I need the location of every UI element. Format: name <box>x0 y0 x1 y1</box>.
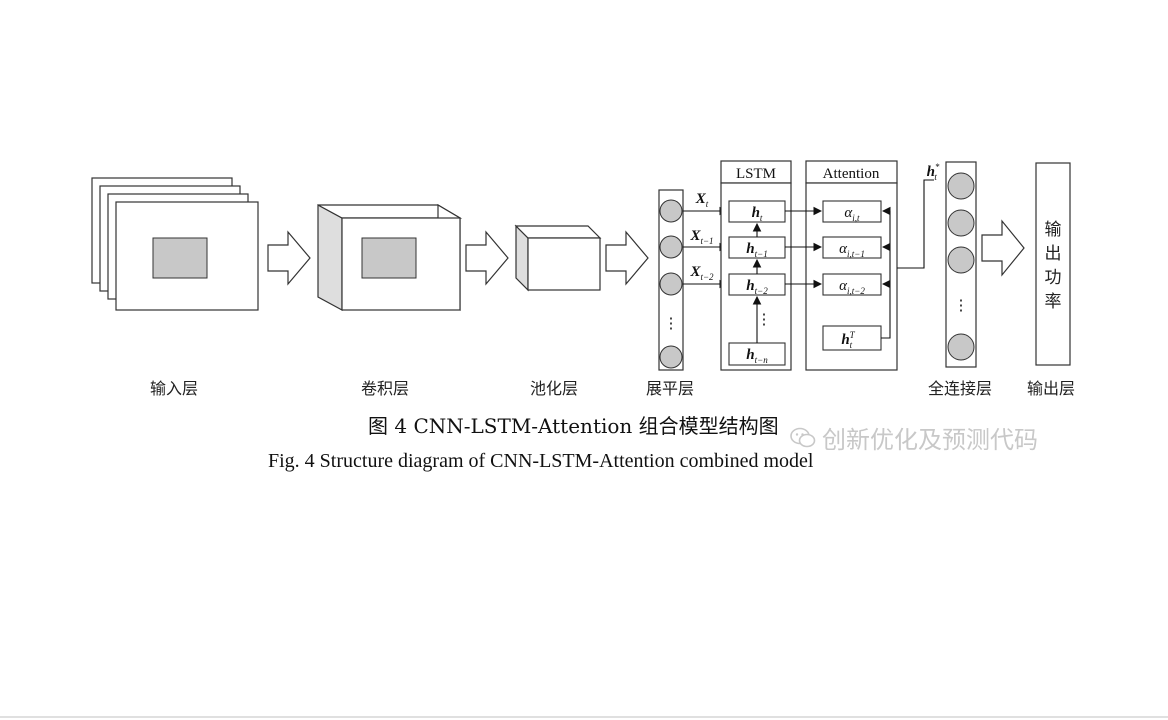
lstm-cell-label-3: ht−n <box>746 347 768 365</box>
input-arrows <box>683 206 729 289</box>
input-feature-patch <box>152 237 208 279</box>
attention-cell-label-1: αi,t−1 <box>839 241 865 259</box>
label-fc-layer: 全连接层 <box>928 379 993 398</box>
caption-chinese: 图 4 CNN-LSTM-Attention 组合模型结构图 <box>368 414 779 438</box>
flow-arrow-1 <box>267 230 311 286</box>
wechat-icon <box>790 427 816 449</box>
lstm-cell-label-0: ht <box>752 205 763 223</box>
fc-dots: ⋮ <box>954 298 969 314</box>
caption-english: Fig. 4 Structure diagram of CNN-LSTM-Att… <box>268 450 814 472</box>
lstm-cell-label-1: ht−1 <box>746 241 767 259</box>
label-conv-layer: 卷积层 <box>361 379 410 398</box>
watermark: 创新优化及预测代码 <box>790 420 1038 455</box>
attention-title: Attention <box>823 166 880 182</box>
attention-cell-label-2: αi,t−2 <box>839 278 865 296</box>
label-flatten-layer: 展平层 <box>646 379 695 398</box>
lstm-dots: ⋮ <box>757 312 772 328</box>
output-box <box>1035 162 1071 366</box>
watermark-text: 创新优化及预测代码 <box>822 426 1038 454</box>
fc-nodes <box>947 172 975 361</box>
attention-feedback <box>881 206 891 339</box>
input-label-1: Xt−1 <box>689 228 713 246</box>
label-output-layer: 输出层 <box>1027 379 1076 398</box>
attention-output-arrow <box>897 179 934 269</box>
lstm-cell-label-2: ht−2 <box>746 278 768 296</box>
lstm-title: LSTM <box>736 166 776 182</box>
flow-arrow-2 <box>465 230 509 286</box>
conv-feature-patch <box>361 237 417 279</box>
attention-cell-label-0: αi,t <box>844 205 860 223</box>
input-label-0: Xt <box>695 191 709 209</box>
attention-cells <box>822 200 882 351</box>
input-label-2: Xt−2 <box>689 264 714 282</box>
flatten-nodes <box>659 199 683 369</box>
flow-arrow-4 <box>981 219 1025 277</box>
lstm-cells <box>728 200 786 366</box>
lstm-cell-labels: ht ht−1 ht−2 ht−n <box>746 205 768 365</box>
lstm-to-attention-arrows <box>785 206 823 289</box>
output-power-label: 输出功率 <box>1044 220 1062 312</box>
flatten-dots: ⋮ <box>664 316 679 332</box>
pool-cuboid <box>514 224 602 292</box>
context-vector-label: h*t <box>927 162 940 182</box>
flow-arrow-3 <box>605 230 649 286</box>
bottom-divider <box>0 716 1168 718</box>
label-pool-layer: 池化层 <box>530 379 579 398</box>
label-input-layer: 输入层 <box>150 379 199 398</box>
